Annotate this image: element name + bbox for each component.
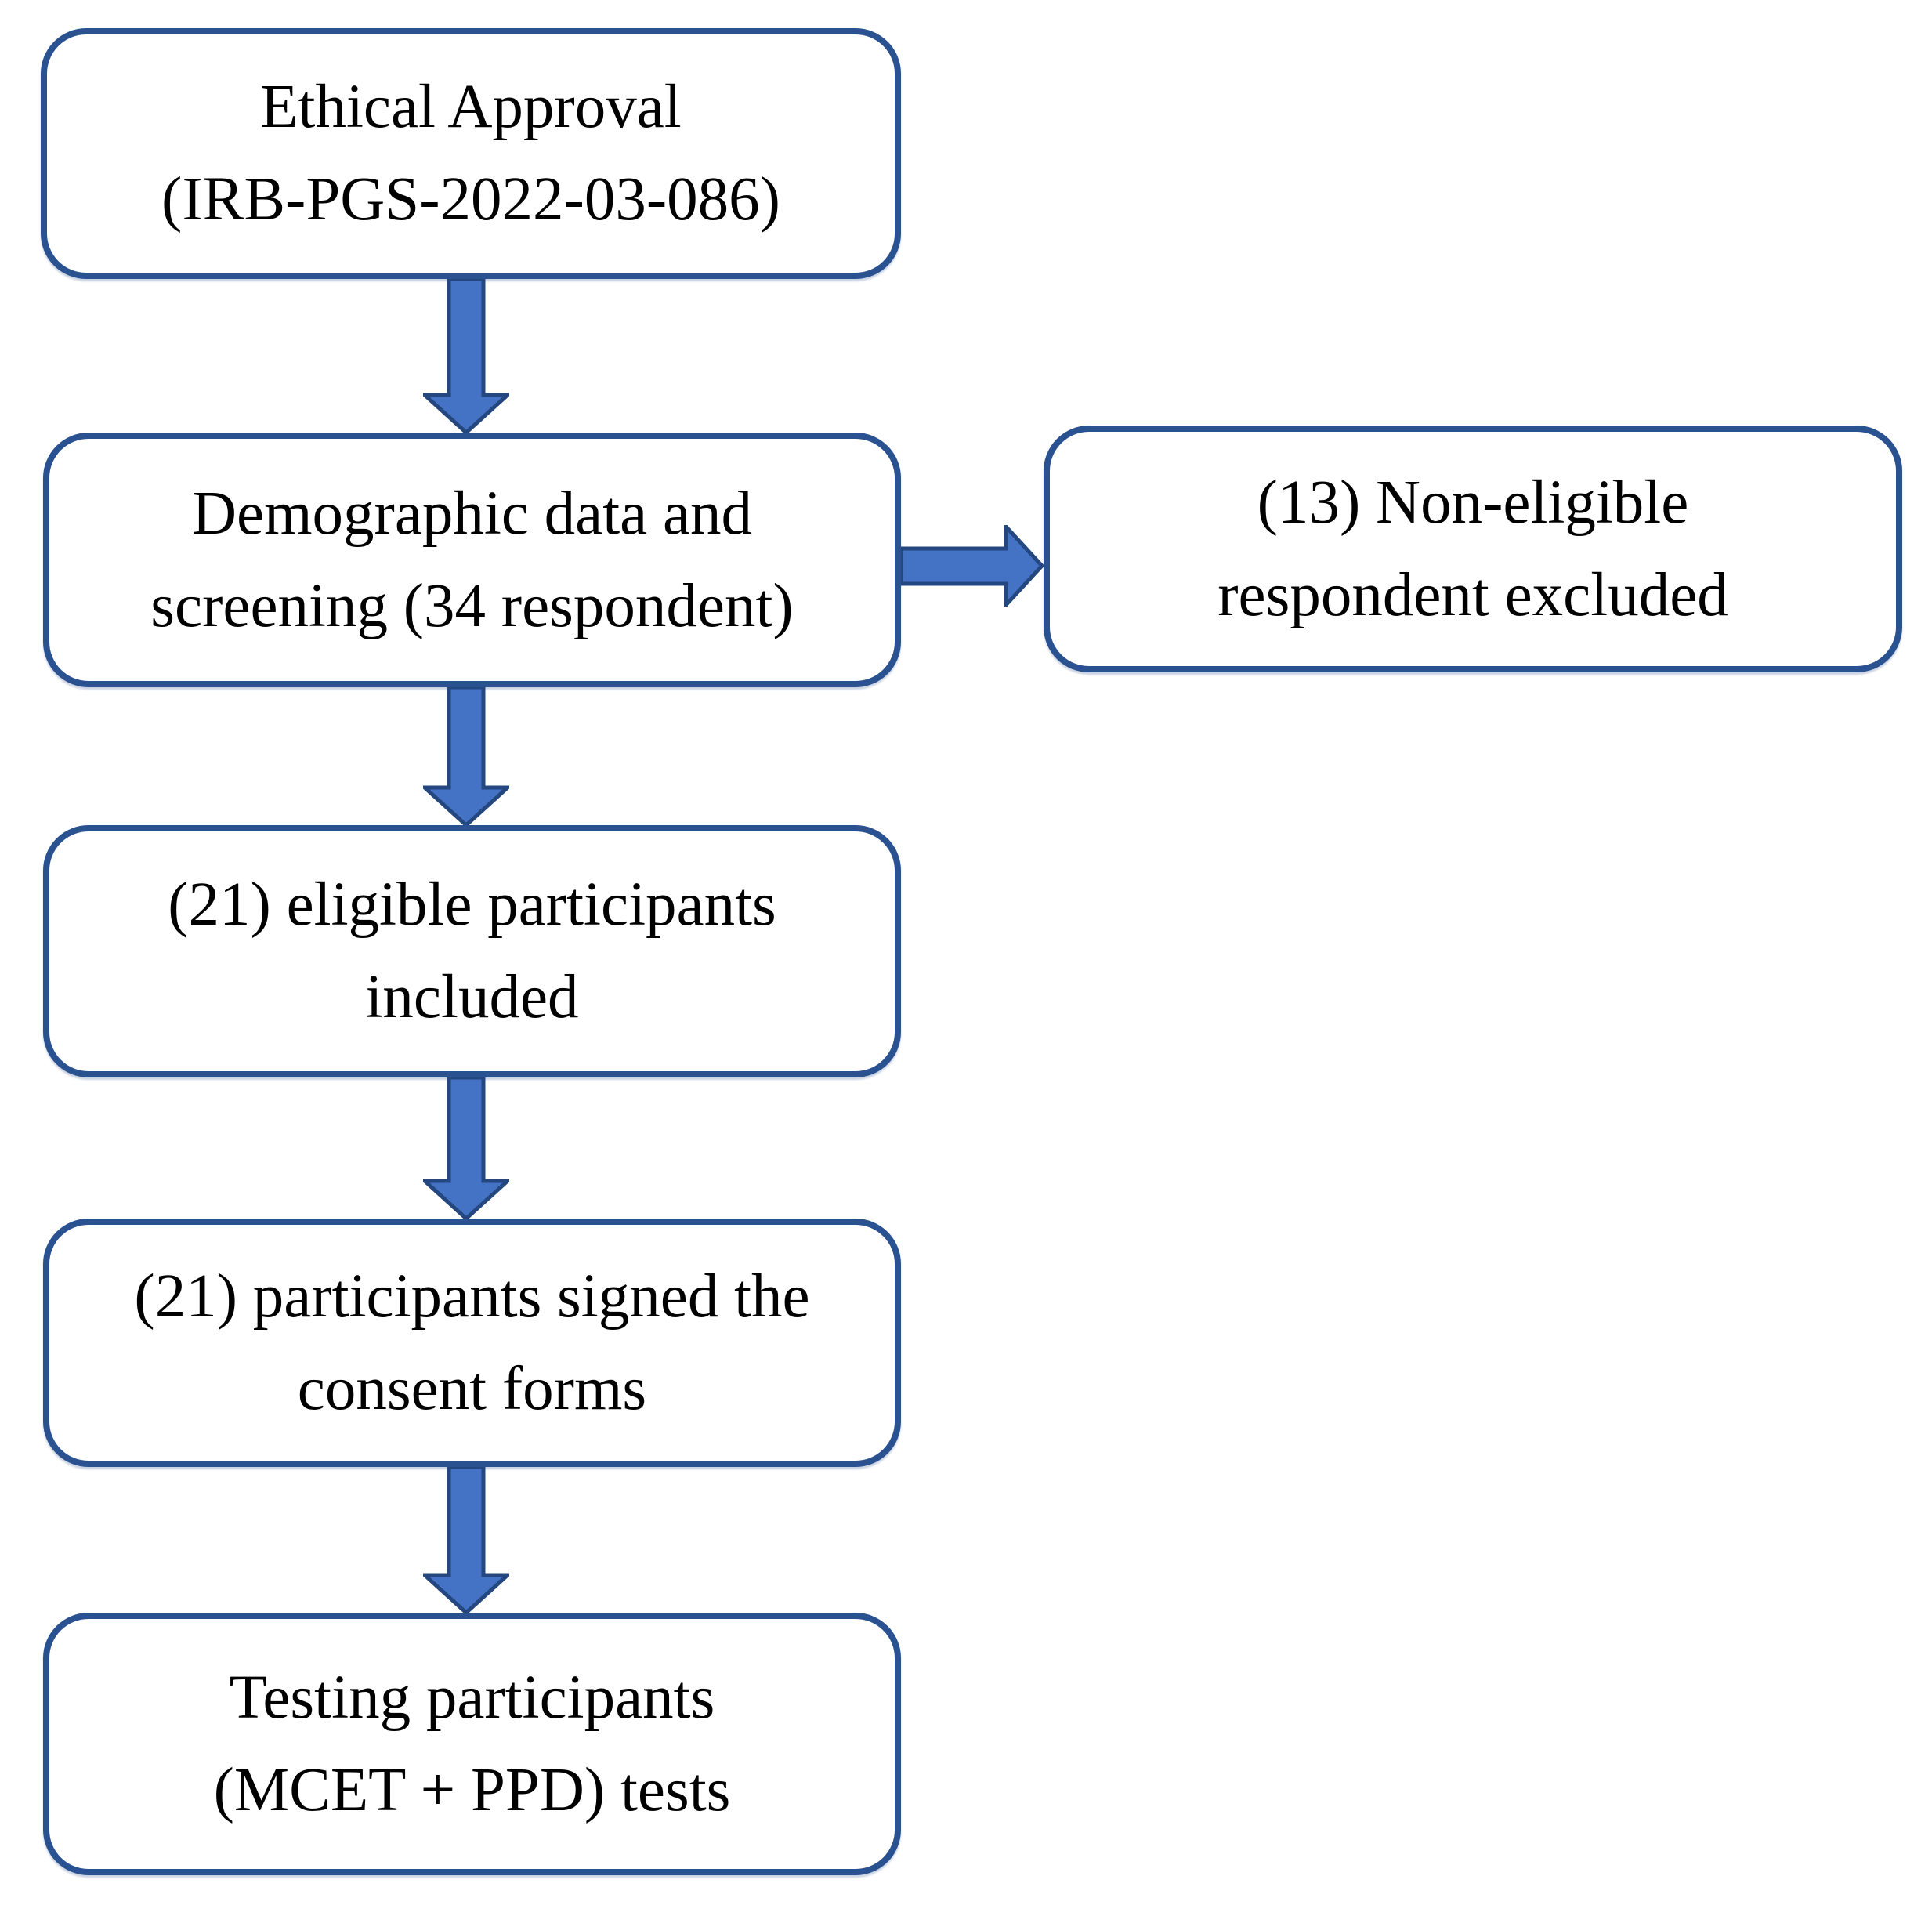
box-text-line: (13) Non-eligible [1257,468,1689,537]
flow-box-non-eligible-excluded: (13) Non-eligible respondent excluded [1044,426,1902,672]
arrow-down-icon [423,1467,509,1613]
flow-box-eligible-participants: (21) eligible participants included [43,825,901,1077]
arrow-down-icon [423,687,509,825]
box-text-line: Ethical Approval [260,73,682,141]
flow-box-testing-participants: Testing participants (MCET + PPD) tests [43,1613,901,1875]
box-text-line: (21) eligible participants [168,871,776,939]
arrow-down-icon [423,279,509,433]
box-text-line: (21) participants signed the [134,1262,810,1331]
box-text-line: screening (34 respondent) [150,571,794,640]
flow-box-signed-consent: (21) participants signed the consent for… [43,1219,901,1467]
box-text-line: Testing participants [229,1663,715,1732]
arrow-right-icon [901,525,1044,607]
box-text-line: (MCET + PPD) tests [213,1755,731,1824]
box-text-line: (IRB-PGS-2022-03-086) [161,165,780,234]
flow-box-demographic-screening: Demographic data and screening (34 respo… [43,433,901,687]
box-text-line: respondent excluded [1217,560,1728,629]
flow-box-ethical-approval: Ethical Approval (IRB-PGS-2022-03-086) [41,28,901,279]
box-text-line: consent forms [297,1354,647,1423]
box-text-line: included [365,963,579,1031]
box-text-line: Demographic data and [191,479,753,548]
arrow-down-icon [423,1077,509,1219]
